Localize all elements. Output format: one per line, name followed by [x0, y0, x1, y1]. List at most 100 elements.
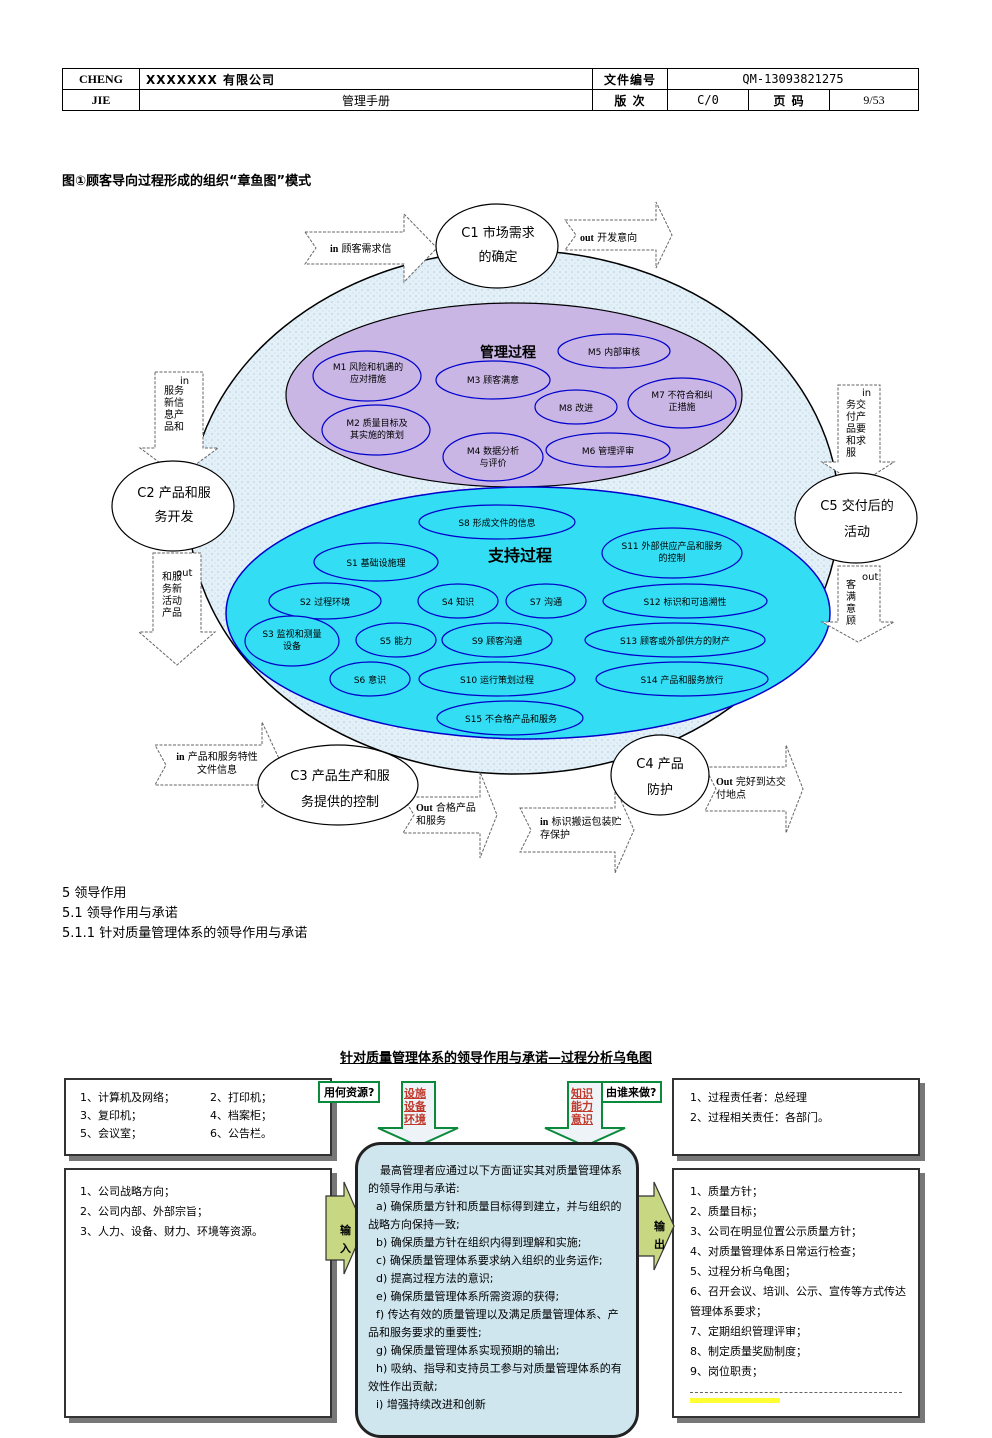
version-label: 版 次	[592, 89, 668, 111]
company-code-line1: CHENG	[62, 68, 140, 90]
who-list: 1、过程责任者：总经理 2、过程相关责任：各部门。	[690, 1088, 829, 1128]
c4-circle	[610, 734, 710, 816]
input-item: 2、公司内部、外部宗旨；	[80, 1205, 208, 1218]
process-line: 最高管理者应通过以下方面证实其对质量管理体系的领导作用与承诺:	[368, 1164, 622, 1195]
company-code-line2: JIE	[62, 89, 140, 111]
c1-out-arrow	[564, 201, 673, 269]
s4-ellipse	[417, 583, 499, 619]
output-item: 5、过程分析乌龟图；	[690, 1265, 796, 1278]
output-panel	[672, 1168, 920, 1418]
input-arrow	[325, 1181, 365, 1275]
process-line: a) 确保质量方针和质量目标得到建立，并与组织的战略方向保持一致;	[368, 1200, 622, 1231]
resource-item: 4、档案柜；	[210, 1109, 272, 1122]
s3-ellipse	[244, 615, 340, 667]
figure-title: 图①顾客导向过程形成的组织“章鱼图”模式	[62, 174, 312, 189]
c5-circle	[794, 472, 918, 564]
s2-ellipse	[268, 582, 382, 620]
process-line: i) 增强持续改进和创新	[376, 1398, 486, 1411]
manual-title: 管理手册	[139, 89, 593, 111]
who-item: 1、过程责任者：总经理	[690, 1091, 807, 1104]
resource-down-arrow	[377, 1081, 459, 1148]
output-item: 7、定期组织管理评审；	[690, 1325, 807, 1338]
who-panel	[672, 1078, 920, 1156]
m1-ellipse	[312, 350, 422, 402]
who-red-item: 能力	[571, 1100, 593, 1113]
c4-out-arrow	[704, 744, 804, 834]
m2-ellipse	[321, 404, 431, 456]
resources-panel	[64, 1078, 332, 1156]
s9-ellipse	[441, 622, 553, 658]
input-item: 1、公司战略方向；	[80, 1185, 175, 1198]
m3-ellipse	[435, 360, 551, 400]
version: C/0	[667, 89, 749, 111]
input-item: 3、人力、设备、财力、环境等资源。	[80, 1225, 263, 1238]
company-name: XXXXXXX 有限公司	[139, 68, 593, 90]
m7-ellipse	[627, 377, 737, 429]
process-line: b) 确保质量方针在组织内得到理解和实施;	[376, 1236, 582, 1249]
c2-in-arrow	[138, 371, 220, 478]
process-line: e) 确保质量管理体系所需资源的获得;	[376, 1290, 560, 1303]
doc-no: QM-13093821275	[667, 68, 919, 90]
resource-red-item: 环境	[404, 1113, 426, 1126]
s13-ellipse	[584, 622, 766, 658]
c3-out-arrow	[402, 771, 498, 859]
s7-ellipse	[505, 583, 587, 619]
process-line: d) 提高过程方法的意识;	[376, 1272, 494, 1285]
input-label: 输入	[340, 1224, 351, 1255]
input-panel	[64, 1168, 332, 1418]
s8-ellipse	[418, 504, 576, 540]
process-line: f) 传达有效的质量管理以及满足质量管理体系、产品和服务要求的重要性;	[368, 1308, 619, 1339]
resource-item: 1、计算机及网络；	[80, 1091, 175, 1104]
output-item: 6、召开会议、培训、公示、宣传等方式传达管理体系要求；	[690, 1285, 906, 1318]
who-red-item: 知识	[571, 1087, 593, 1100]
page-number: 9/53	[829, 89, 919, 111]
output-item: 1、质量方针；	[690, 1185, 763, 1198]
c3-circle	[257, 744, 419, 826]
s6-ellipse	[329, 661, 411, 697]
output-item: 8、制定质量奖励制度；	[690, 1345, 807, 1358]
io-arrows	[325, 1181, 675, 1275]
output-item: 2、质量目标；	[690, 1205, 763, 1218]
c1-circle	[435, 203, 559, 289]
input-list: 1、公司战略方向； 2、公司内部、外部宗旨； 3、人力、设备、财力、环境等资源。	[80, 1182, 320, 1242]
resource-item: 2、打印机；	[210, 1091, 272, 1104]
output-arrow	[635, 1181, 675, 1271]
page-label: 页 码	[748, 89, 830, 111]
resource-red-item: 设施	[404, 1087, 426, 1100]
c2-out-arrow	[137, 552, 217, 666]
who-red-labels: 知识 能力 意识	[571, 1087, 593, 1126]
s11-ellipse	[601, 527, 743, 579]
section-5-1: 5.1 领导作用与承诺	[62, 906, 178, 921]
process-line: h) 吸纳、指导和支持员工参与对质量管理体系的有效性作出贡献;	[368, 1362, 622, 1393]
s15-ellipse	[436, 700, 584, 736]
c1-in-arrow	[304, 212, 438, 284]
process-text: 最高管理者应通过以下方面证实其对质量管理体系的领导作用与承诺: a) 确保质量方…	[368, 1162, 623, 1414]
process-line: c) 确保质量管理体系要求纳入组织的业务运作;	[376, 1254, 603, 1267]
turtle-title: 针对质量管理体系的领导作用与承诺—过程分析乌龟图	[339, 1051, 652, 1066]
output-item: 9、岗位职责；	[690, 1365, 763, 1378]
section-5: 5 领导作用	[62, 886, 127, 901]
section-5-1-1: 5.1.1 针对质量管理体系的领导作用与承诺	[62, 926, 308, 941]
c5-in-arrow	[820, 384, 896, 486]
octopus-diagram	[111, 201, 918, 874]
s14-ellipse	[595, 661, 769, 697]
output-item: 3、公司在明显位置公示质量方针；	[690, 1225, 862, 1238]
highlight-mark	[690, 1398, 780, 1403]
who-red-item: 意识	[571, 1113, 593, 1126]
resource-red-labels: 设施 设备 环境	[404, 1087, 426, 1126]
green-arrows	[377, 1081, 626, 1148]
s5-ellipse	[355, 622, 437, 658]
m5-ellipse	[557, 333, 671, 369]
who-tag: 由谁来做?	[600, 1081, 663, 1103]
header-table: CHENG XXXXXXX 有限公司 文件编号 QM-13093821275 J…	[62, 68, 919, 111]
m8-ellipse	[534, 389, 618, 425]
who-down-arrow	[544, 1081, 626, 1148]
who-item: 2、过程相关责任：各部门。	[690, 1111, 829, 1124]
s12-ellipse	[602, 583, 768, 619]
c4-in-arrow	[519, 786, 635, 874]
output-divider	[690, 1392, 902, 1393]
process-line: g) 确保质量管理体系实现预期的输出;	[376, 1344, 560, 1357]
s1-ellipse	[313, 542, 439, 582]
resources-list: 1、计算机及网络； 2、打印机； 3、复印机； 4、档案柜； 5、会议室； 6、…	[80, 1090, 330, 1142]
c5-out-arrow	[820, 565, 896, 643]
